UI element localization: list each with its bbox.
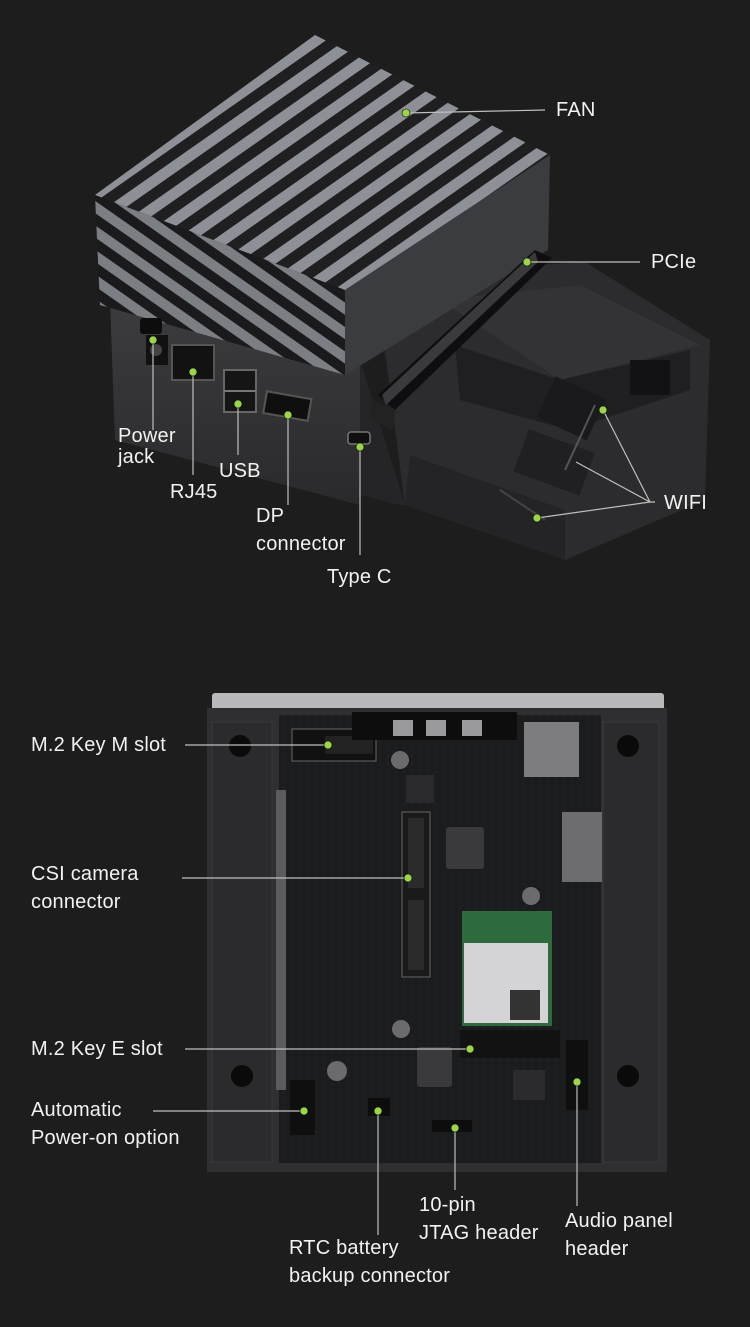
label-audio-panel-header: Audio panel header <box>565 1210 673 1260</box>
label-csi-camera-connector: CSI camera connector <box>31 863 139 913</box>
label-type-c: Type C <box>327 566 392 588</box>
label-automatic-power-on: Automatic Power-on option <box>31 1099 180 1149</box>
top-leader-dots <box>148 108 608 523</box>
top-leader-lines <box>152 109 655 555</box>
label-jtag-header: 10-pin JTAG header <box>419 1194 539 1244</box>
bottom-leader-lines <box>153 744 578 1235</box>
label-wifi: WIFI <box>664 492 708 514</box>
top-device-illustration <box>95 35 710 560</box>
bottom-board-illustration <box>207 693 667 1172</box>
label-power-jack: Power jack <box>118 425 176 468</box>
label-pcie: PCIe <box>651 251 697 273</box>
label-m2-key-e-slot: M.2 Key E slot <box>31 1038 163 1060</box>
label-rtc-battery: RTC battery backup connector <box>289 1237 451 1287</box>
label-m2-key-m-slot: M.2 Key M slot <box>31 734 167 756</box>
label-usb: USB <box>219 460 261 482</box>
label-fan: FAN <box>556 99 596 121</box>
label-dp-connector: DP connector <box>256 505 346 555</box>
label-rj45: RJ45 <box>170 481 218 503</box>
bottom-leader-dots <box>299 740 582 1133</box>
